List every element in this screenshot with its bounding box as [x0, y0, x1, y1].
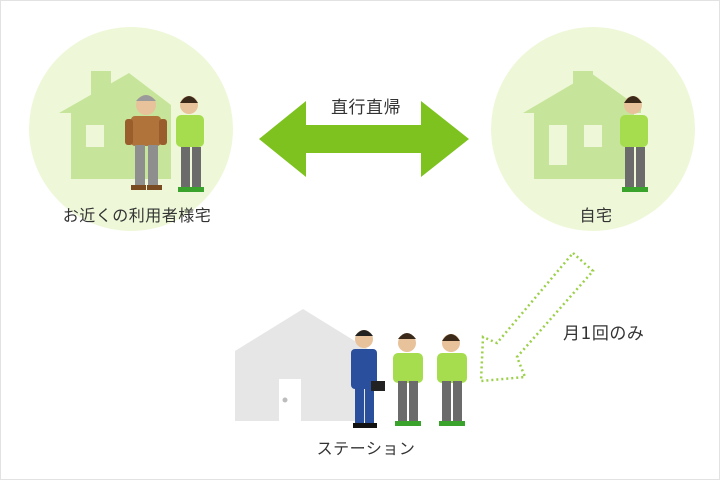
monthly-only-label: 月1回のみ: [563, 324, 645, 344]
station-building-icon: [235, 309, 371, 421]
monthly-dotted-arrow: [479, 251, 595, 383]
neighbor-home-label: お近くの利用者様宅: [62, 206, 212, 225]
elderly-user-figure: [125, 95, 167, 190]
nurse-figure-station-2: [437, 334, 467, 426]
nurse-figure-left: [176, 96, 204, 192]
nurse-figure-home: [620, 96, 648, 192]
own-home-label: 自宅: [579, 206, 613, 225]
own-house-icon: [523, 71, 641, 179]
station-label: ステーション: [316, 439, 416, 458]
direct-commute-arrow: [259, 101, 469, 177]
nurse-figure-station-1: [393, 333, 423, 426]
direct-commute-label: 直行直帰: [331, 98, 401, 118]
manager-figure: [351, 330, 385, 428]
